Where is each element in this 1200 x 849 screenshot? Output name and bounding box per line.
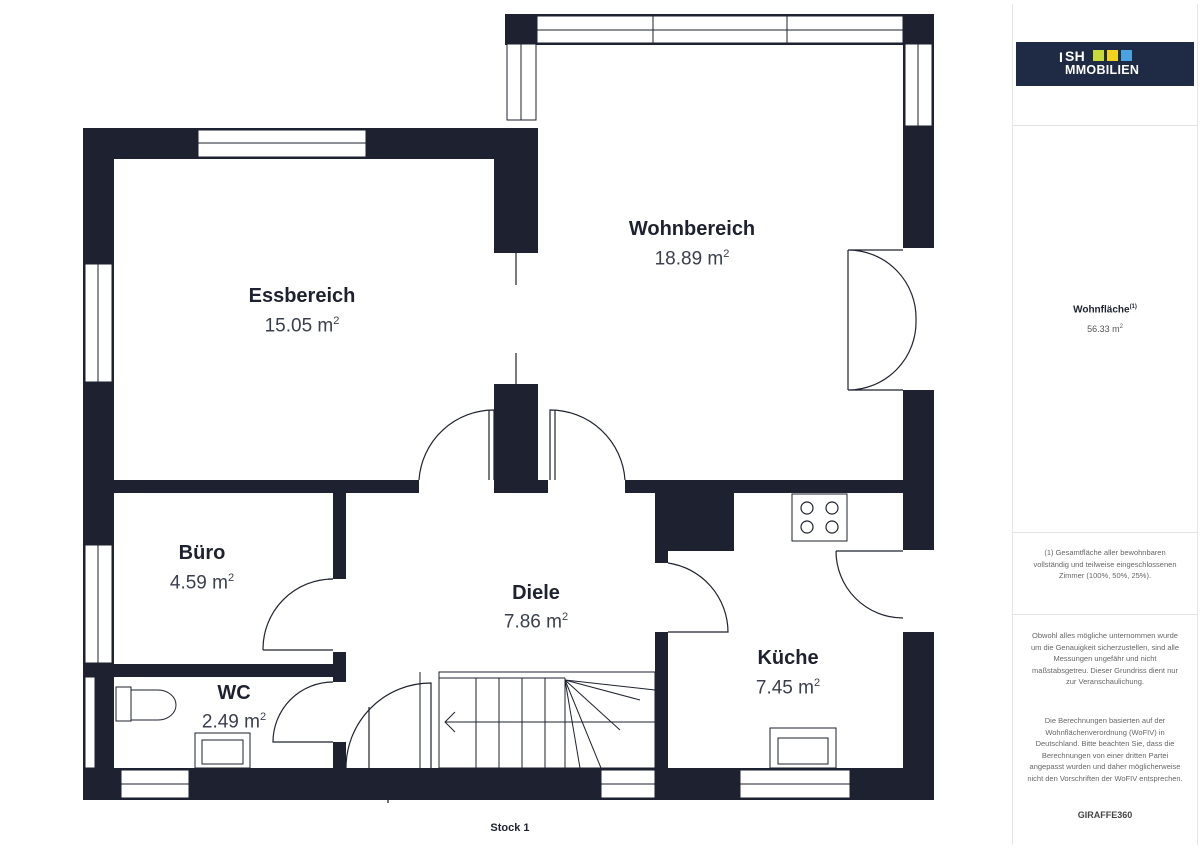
total-area-number: 56.33 m xyxy=(1087,324,1120,334)
staircase xyxy=(419,671,656,769)
room-area-wc: 2.49 m2 xyxy=(174,711,294,733)
wall-buero-diele xyxy=(333,493,346,579)
area-value: 15.05 m xyxy=(264,315,334,337)
area-value: 18.89 m xyxy=(654,248,724,270)
footnote-text: (1) Gesamtfläche aller bewohnbaren volls… xyxy=(1033,548,1177,580)
wall-pillar xyxy=(494,384,538,493)
total-area-value: 56.33 m2 xyxy=(1013,324,1197,334)
wall-kitchen-left-lower xyxy=(655,632,668,800)
area-unit-sup: 2 xyxy=(813,677,821,689)
total-area-title: Wohnfläche(1) xyxy=(1013,304,1197,315)
area-unit-sup: 2 xyxy=(723,248,730,260)
wall-wc-diele-lower xyxy=(333,742,346,800)
area-unit-sup: 2 xyxy=(259,711,267,723)
area-value: 2.49 m xyxy=(201,711,260,733)
floor-plan xyxy=(83,14,934,803)
cooktop-icon xyxy=(791,493,848,542)
wall-buero-wc xyxy=(83,664,346,677)
floor-label: Stock 1 xyxy=(490,822,530,834)
info-sidebar: I SH MMOBILIEN Wohnfläche(1) 56.33 m2 (1… xyxy=(1012,4,1198,845)
disclaimer-text-1: Obwohl alles mögliche unternommen wurde … xyxy=(1031,631,1179,686)
window-mullions xyxy=(97,16,919,785)
room-area-diele: 7.86 m2 xyxy=(476,611,596,633)
logo-square-green xyxy=(1093,50,1104,61)
entrance-arrow-icon xyxy=(379,783,397,803)
logo-bar-glyph: I xyxy=(1059,49,1064,65)
area-unit-sup: 2 xyxy=(561,611,569,623)
room-name-buero: Büro xyxy=(178,542,226,564)
logo-line-2: MMOBILIEN xyxy=(1065,63,1140,77)
window-left-wc xyxy=(84,676,96,769)
wall-ess-bottom xyxy=(114,480,419,493)
brand-label: GIRAFFE360 xyxy=(1077,810,1133,820)
room-area-buero: 4.59 m2 xyxy=(142,572,262,594)
area-value: 7.86 m xyxy=(503,611,562,633)
divider xyxy=(1013,614,1197,615)
company-logo: I SH MMOBILIEN xyxy=(1016,42,1194,86)
wall-ess-wohn-upper xyxy=(494,128,538,253)
disclaimer-text-2: Die Berechnungen basierten auf der Wohnf… xyxy=(1027,716,1183,783)
wall-right-lower xyxy=(903,390,934,550)
room-area-kueche: 7.45 m2 xyxy=(728,677,848,699)
area-unit-sup: 2 xyxy=(333,315,340,327)
toilet-icon xyxy=(115,686,177,722)
room-name-diele: Diele xyxy=(512,582,560,604)
divider xyxy=(1013,125,1197,126)
logo-line-1: SH xyxy=(1065,48,1086,64)
area-value: 4.59 m xyxy=(169,572,228,594)
wall-diele-top xyxy=(538,480,548,493)
room-name-wc: WC xyxy=(217,682,251,704)
divider xyxy=(1013,532,1197,533)
room-name-wohnbereich: Wohnbereich xyxy=(628,218,756,240)
room-name-kueche: Küche xyxy=(757,647,819,669)
total-area-title-text: Wohnfläche xyxy=(1073,304,1130,316)
room-name-essbereich: Essbereich xyxy=(248,285,356,307)
total-area-footnote-mark: (1) xyxy=(1129,304,1137,310)
wall-kitchen-top xyxy=(625,480,903,493)
room-area-essbereich: 15.05 m2 xyxy=(202,315,402,337)
wc-sink-icon xyxy=(194,732,251,769)
wall-wc-diele xyxy=(333,652,346,682)
logo-square-blue xyxy=(1121,50,1132,61)
wall-kitchen-block xyxy=(655,493,734,551)
room-area-wohnbereich: 18.89 m2 xyxy=(592,248,792,270)
wall-kitchen-left-upper xyxy=(655,551,668,563)
kitchen-sink-icon xyxy=(769,727,837,769)
total-area-unit-sup: 2 xyxy=(1119,324,1123,330)
logo-square-yellow xyxy=(1107,50,1118,61)
area-unit-sup: 2 xyxy=(227,572,235,584)
area-value: 7.45 m xyxy=(755,677,814,699)
